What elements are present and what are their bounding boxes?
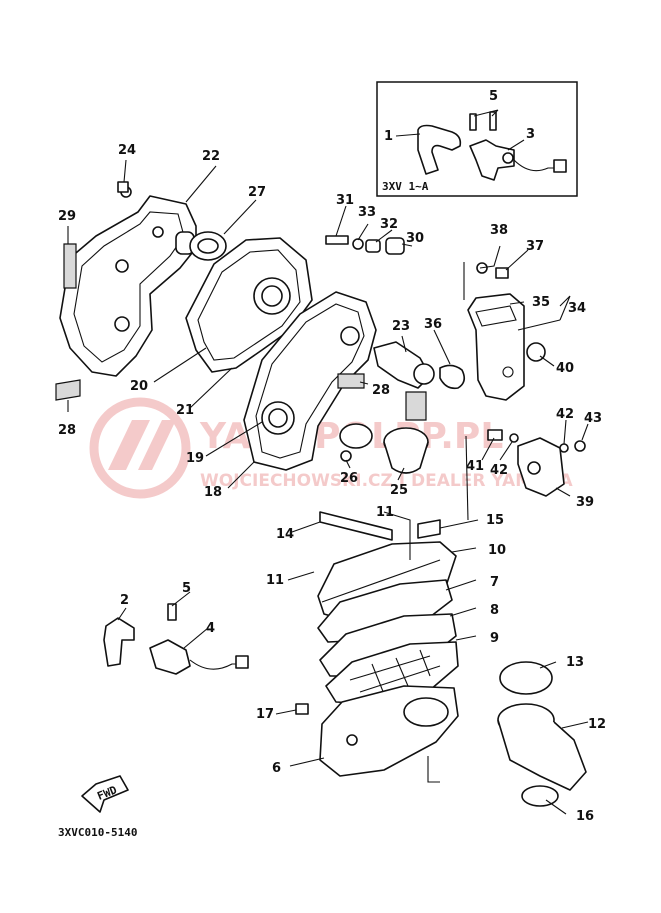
- valve-left: [103, 603, 249, 675]
- callout-42-bottom: 42: [490, 463, 508, 478]
- callout-36: 36: [424, 317, 442, 332]
- callout-5: 5: [182, 581, 191, 596]
- callout-14: 14: [276, 527, 294, 542]
- callout-13: 13: [566, 655, 584, 670]
- callout-38: 38: [490, 223, 508, 238]
- watermark-logo-icon: [89, 397, 191, 499]
- callout-42-top: 42: [556, 407, 574, 422]
- callout-1: 1: [384, 129, 393, 144]
- callout-35: 35: [532, 295, 550, 310]
- callout-10: 10: [488, 543, 506, 558]
- callout-11-top: 11: [376, 505, 394, 520]
- callout-43: 43: [584, 411, 602, 426]
- callout-21: 21: [176, 403, 194, 418]
- callout-8: 8: [490, 603, 499, 618]
- callout-25: 25: [390, 483, 408, 498]
- hose-25: [339, 423, 429, 474]
- diagram-code: 3XVC010-5140: [58, 826, 137, 839]
- callout-6: 6: [272, 761, 281, 776]
- callout-4: 4: [206, 621, 215, 636]
- callout-34: 34: [568, 301, 586, 316]
- callout-27: 27: [248, 185, 266, 200]
- inset-box: 3XV 1~A: [376, 81, 578, 197]
- callout-3: 3: [526, 127, 535, 142]
- cap-39: [487, 429, 586, 497]
- callout-41: 41: [466, 459, 484, 474]
- callout-19: 19: [186, 451, 204, 466]
- callout-11-left: 11: [266, 573, 284, 588]
- callout-33: 33: [358, 205, 376, 220]
- lower-case: [295, 685, 459, 777]
- inset-label: 3XV 1~A: [382, 180, 429, 193]
- callout-37: 37: [526, 239, 544, 254]
- callout-30: 30: [406, 231, 424, 246]
- small-hardware: [117, 181, 509, 279]
- callout-2: 2: [120, 593, 129, 608]
- callout-12: 12: [588, 717, 606, 732]
- callout-15: 15: [486, 513, 504, 528]
- callout-24: 24: [118, 143, 136, 158]
- callout-28-left: 28: [58, 423, 76, 438]
- boot-12: [497, 661, 587, 807]
- left-cover: [55, 186, 197, 401]
- callout-28-mid: 28: [372, 383, 390, 398]
- elbow-23: [373, 341, 466, 390]
- leader-lines: [67, 109, 589, 815]
- duct-34: [467, 293, 546, 401]
- filter-stack: [317, 511, 459, 705]
- callout-16: 16: [576, 809, 594, 824]
- callout-22: 22: [202, 149, 220, 164]
- main-housing: [243, 291, 427, 471]
- callout-20: 20: [130, 379, 148, 394]
- watermark: YAMAPOLPP.PL WOJCIECHOWSKI.CZ I DEALER Y…: [89, 397, 573, 499]
- callout-26: 26: [340, 471, 358, 486]
- callout-18: 18: [204, 485, 222, 500]
- callout-23: 23: [392, 319, 410, 334]
- callout-9: 9: [490, 631, 499, 646]
- callout-39: 39: [576, 495, 594, 510]
- watermark-subtitle: WOJCIECHOWSKI.CZ I DEALER YAMAHA: [200, 471, 573, 491]
- callout-40: 40: [556, 361, 574, 376]
- fwd-arrow-icon: FWD: [81, 775, 129, 813]
- callout-32: 32: [380, 217, 398, 232]
- callout-17: 17: [256, 707, 274, 722]
- callout-29: 29: [58, 209, 76, 224]
- callout-31: 31: [336, 193, 354, 208]
- callout-7: 7: [490, 575, 499, 590]
- callouts: 1 2 3 4 5 5 6 7 8 9 10 11 11 12 13 14 15…: [58, 89, 606, 824]
- callout-5-inset: 5: [489, 89, 498, 104]
